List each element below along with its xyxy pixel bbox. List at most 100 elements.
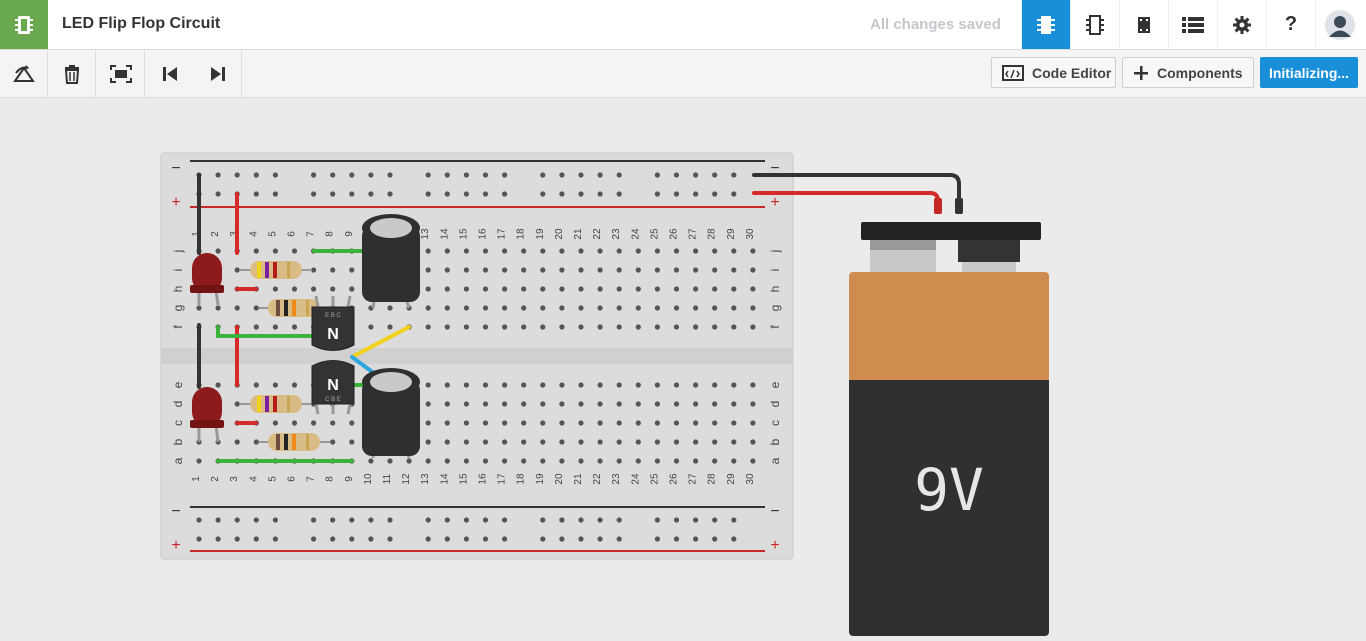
rail-hole[interactable] <box>330 517 336 523</box>
rail-hole[interactable] <box>482 172 489 178</box>
breadboard-hole[interactable] <box>559 439 565 445</box>
rail-hole[interactable] <box>578 536 584 542</box>
settings-button[interactable] <box>1217 0 1266 49</box>
breadboard-hole[interactable] <box>693 324 699 330</box>
rail-hole[interactable] <box>731 517 737 523</box>
rail-hole[interactable] <box>597 517 603 523</box>
rail-hole[interactable] <box>311 517 317 523</box>
breadboard-hole[interactable] <box>597 439 603 445</box>
rail-hole[interactable] <box>559 536 565 542</box>
breadboard-hole[interactable] <box>578 324 584 330</box>
rail-hole[interactable] <box>253 172 259 178</box>
breadboard-hole[interactable] <box>521 401 527 407</box>
breadboard-hole[interactable] <box>750 286 756 292</box>
breadboard-hole[interactable] <box>502 324 508 330</box>
circuit-canvas[interactable]: 1122334455667788991010111112121313141415… <box>0 98 1366 641</box>
rail-hole[interactable] <box>368 517 374 523</box>
breadboard-hole[interactable] <box>578 401 584 407</box>
breadboard-hole[interactable] <box>196 458 202 464</box>
breadboard-hole[interactable] <box>463 439 469 445</box>
capacitor-bottom[interactable] <box>362 368 420 459</box>
rail-hole[interactable] <box>253 191 259 197</box>
breadboard-hole[interactable] <box>654 324 661 330</box>
rail-hole[interactable] <box>387 172 393 178</box>
breadboard-hole[interactable] <box>693 382 699 388</box>
breadboard-hole[interactable] <box>215 382 221 388</box>
breadboard-hole[interactable] <box>444 286 450 292</box>
breadboard-hole[interactable] <box>482 286 489 292</box>
breadboard-hole[interactable] <box>597 267 603 273</box>
breadboard-hole[interactable] <box>482 420 489 426</box>
breadboard-hole[interactable] <box>731 324 737 330</box>
breadboard-hole[interactable] <box>291 286 298 292</box>
wire-green-base1[interactable] <box>216 325 316 338</box>
breadboard-hole[interactable] <box>425 382 431 388</box>
breadboard-hole[interactable] <box>368 458 374 464</box>
breadboard-hole[interactable] <box>463 458 469 464</box>
rail-hole[interactable] <box>253 536 259 542</box>
breadboard-hole[interactable] <box>330 439 336 445</box>
breadboard-hole[interactable] <box>693 420 699 426</box>
bom-list-button[interactable] <box>1168 0 1217 49</box>
rail-hole[interactable] <box>654 172 661 178</box>
rail-hole[interactable] <box>578 517 584 523</box>
rail-hole[interactable] <box>196 517 202 523</box>
breadboard-hole[interactable] <box>635 267 641 273</box>
breadboard-hole[interactable] <box>693 439 699 445</box>
rail-hole[interactable] <box>502 172 508 178</box>
rail-hole[interactable] <box>540 536 546 542</box>
wire-battery-negative[interactable] <box>752 173 961 207</box>
breadboard-hole[interactable] <box>559 305 565 311</box>
rail-hole[interactable] <box>215 191 221 197</box>
breadboard-hole[interactable] <box>578 267 584 273</box>
rail-hole[interactable] <box>425 536 431 542</box>
breadboard-hole[interactable] <box>616 458 622 464</box>
breadboard-hole[interactable] <box>712 401 718 407</box>
breadboard-hole[interactable] <box>387 305 393 311</box>
code-editor-button[interactable]: Code Editor <box>991 57 1116 88</box>
rail-hole[interactable] <box>330 191 336 197</box>
breadboard-hole[interactable] <box>693 286 699 292</box>
breadboard-hole[interactable] <box>272 286 278 292</box>
breadboard-hole[interactable] <box>444 439 450 445</box>
breadboard-hole[interactable] <box>654 382 661 388</box>
breadboard-hole[interactable] <box>731 439 737 445</box>
rail-hole[interactable] <box>463 191 469 197</box>
resistor-1[interactable] <box>240 261 312 279</box>
breadboard-hole[interactable] <box>578 439 584 445</box>
breadboard-hole[interactable] <box>597 382 603 388</box>
breadboard-hole[interactable] <box>272 324 278 330</box>
breadboard-hole[interactable] <box>616 324 622 330</box>
breadboard-hole[interactable] <box>712 286 718 292</box>
breadboard-hole[interactable] <box>578 286 584 292</box>
breadboard-hole[interactable] <box>654 286 661 292</box>
rail-hole[interactable] <box>215 536 221 542</box>
breadboard-hole[interactable] <box>234 401 240 407</box>
breadboard-hole[interactable] <box>463 382 469 388</box>
rail-hole[interactable] <box>311 536 317 542</box>
breadboard-hole[interactable] <box>654 248 661 254</box>
transistor-top[interactable]: E B C N <box>311 295 355 351</box>
breadboard-hole[interactable] <box>616 401 622 407</box>
rail-hole[interactable] <box>616 536 622 542</box>
rail-hole[interactable] <box>693 536 699 542</box>
breadboard-hole[interactable] <box>425 401 431 407</box>
breadboard-hole[interactable] <box>750 420 756 426</box>
breadboard-hole[interactable] <box>502 382 508 388</box>
breadboard-hole[interactable] <box>311 267 317 273</box>
rail-hole[interactable] <box>616 517 622 523</box>
breadboard-hole[interactable] <box>673 401 680 407</box>
breadboard-hole[interactable] <box>673 382 680 388</box>
breadboard-hole[interactable] <box>444 382 450 388</box>
breadboard-hole[interactable] <box>425 248 431 254</box>
rail-hole[interactable] <box>215 517 221 523</box>
breadboard-hole[interactable] <box>234 267 240 273</box>
rail-hole[interactable] <box>540 172 546 178</box>
breadboard-hole[interactable] <box>654 439 661 445</box>
rail-hole[interactable] <box>654 536 661 542</box>
rail-hole[interactable] <box>597 536 603 542</box>
breadboard-hole[interactable] <box>693 401 699 407</box>
breadboard-hole[interactable] <box>463 248 469 254</box>
breadboard-hole[interactable] <box>559 324 565 330</box>
breadboard-hole[interactable] <box>673 267 680 273</box>
